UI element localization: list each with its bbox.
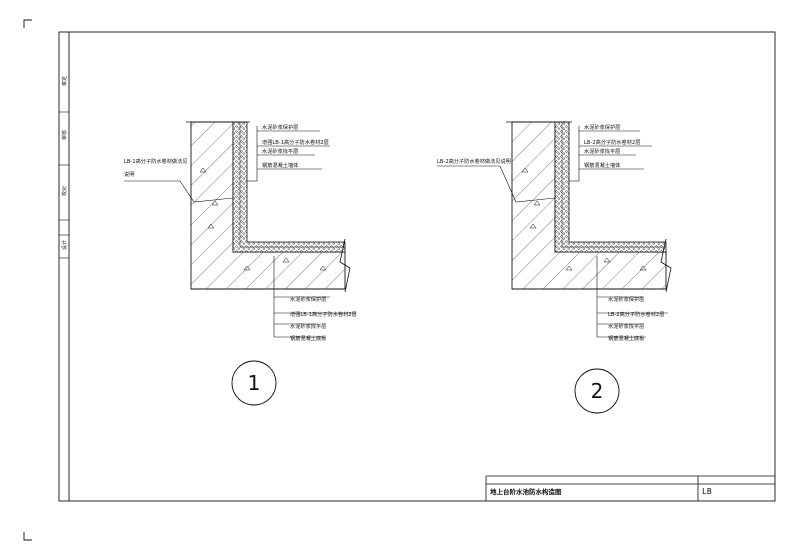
detail-1-number-circle (231, 360, 277, 406)
detail-2-wall-label-4: 钢筋混凝土墙体 (584, 161, 621, 169)
detail-2-floor-label-3: 水泥砂浆找平层 (608, 322, 644, 330)
detail-2-number-circle (574, 368, 620, 414)
detail-1-floor-label-1: 水泥砂浆保护层 (290, 295, 326, 303)
sidebar-cell-1: 审定 (61, 76, 68, 86)
detail-2-concrete (511, 121, 667, 290)
title-block-title: 地上台阶水池防水构造图 (490, 487, 562, 496)
sidebar (59, 111, 69, 259)
detail-2-callout: LB-2高分子防水卷材做法见说明 (437, 157, 511, 165)
detail-2-wall-label-1: 水泥砂浆保护层 (584, 123, 620, 131)
corner-marks (23, 19, 32, 541)
sheet-border (58, 31, 776, 502)
detail-1-callout-2: 说明 (124, 170, 134, 178)
detail-1-concrete (190, 121, 346, 290)
detail-2: 水泥砂浆保护层 LB-2高分子防水卷材2层 水泥砂浆找平层 钢筋混凝土墙体 LB… (437, 121, 672, 414)
sidebar-cell-2: 审核 (61, 130, 68, 140)
detail-1-number: 1 (248, 371, 261, 395)
detail-1-floor-label-3: 水泥砂浆找平层 (290, 322, 326, 330)
sidebar-cell-3: 校对 (61, 186, 68, 196)
detail-2-wall-label-3: 水泥砂浆找平层 (584, 147, 620, 155)
detail-2-floor-label-1: 水泥砂浆保护层 (608, 295, 644, 303)
detail-1-floor-label-2: 增强LB-1高分子防水卷材2层 (290, 310, 357, 318)
detail-1-wall-label-4: 钢筋混凝土墙体 (262, 161, 299, 169)
title-block-code: LB (702, 487, 712, 496)
detail-1: 水泥砂浆保护层 增强LB-1高分子防水卷材2层 水泥砂浆找平层 钢筋混凝土墙体 … (124, 121, 357, 406)
sidebar-cell-4: 设计 (61, 240, 68, 250)
detail-2-number: 2 (591, 379, 604, 403)
detail-2-floor-label-4: 钢筋混凝土底板 (608, 334, 645, 342)
detail-1-wall-label-1: 水泥砂浆保护层 (262, 123, 298, 131)
title-block (485, 475, 775, 501)
detail-1-wall-label-3: 水泥砂浆找平层 (262, 147, 298, 155)
detail-2-floor-label-2: LB-2高分子防水卷材2层 (608, 310, 664, 318)
detail-1-floor-label-4: 钢筋混凝土底板 (290, 334, 327, 342)
detail-1-wall-label-2: 增强LB-1高分子防水卷材2层 (262, 138, 329, 146)
detail-2-wall-label-2: LB-2高分子防水卷材2层 (584, 138, 640, 146)
detail-1-callout: LB-1高分子防水卷材做法见 (124, 157, 188, 165)
